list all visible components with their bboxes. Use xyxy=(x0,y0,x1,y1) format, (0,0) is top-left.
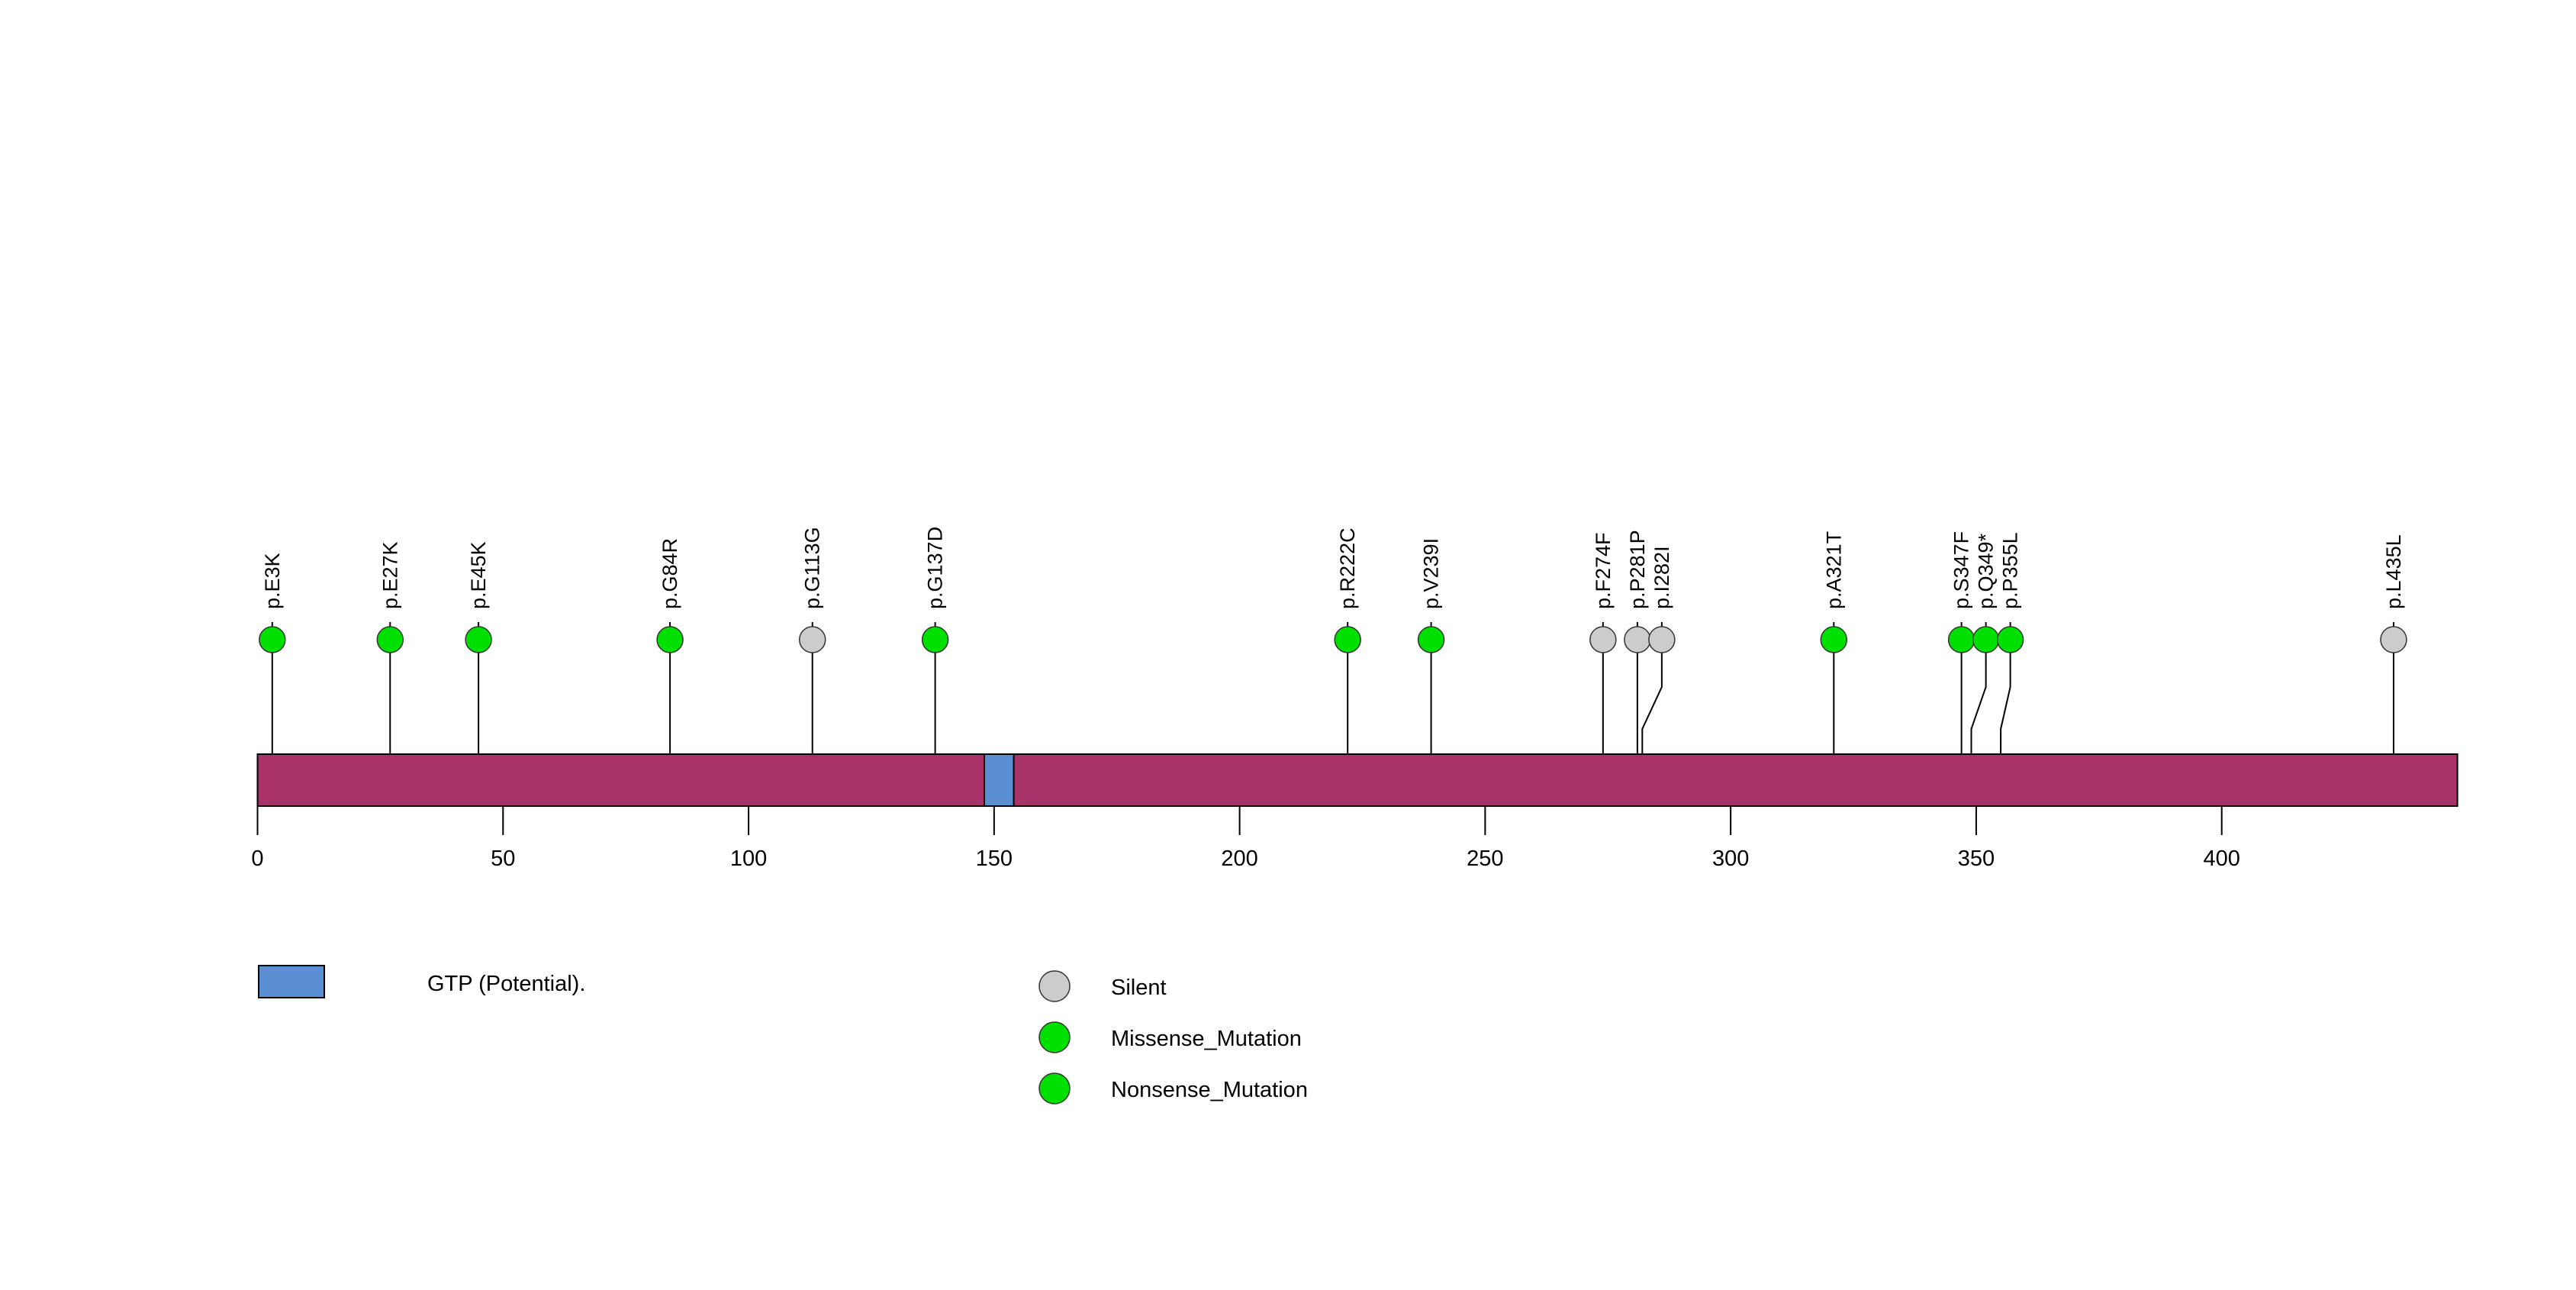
mutation-head[interactable] xyxy=(259,626,286,653)
mutation-head[interactable] xyxy=(1947,626,1975,653)
mutation-label: p.Q349* xyxy=(1975,533,1998,609)
mutation-head[interactable] xyxy=(1648,626,1676,653)
mutation-label: p.A321T xyxy=(1822,531,1845,609)
mutation-label: p.L435L xyxy=(2382,534,2405,609)
legend-swatch-mutation[interactable] xyxy=(1038,1072,1071,1105)
mutation-label: p.E27K xyxy=(378,541,401,609)
axis-tick-label: 50 xyxy=(491,847,515,871)
mutation-head[interactable] xyxy=(376,626,404,653)
legend-swatch-mutation[interactable] xyxy=(1038,970,1071,1002)
axis-tick-label: 400 xyxy=(2204,847,2240,871)
protein-domain-layer xyxy=(983,753,1015,807)
legend-swatch-mutation[interactable] xyxy=(1038,1021,1071,1053)
axis-tick-label: 0 xyxy=(251,847,263,871)
mutation-label: p.V239I xyxy=(1420,538,1443,609)
legend-label-mutation: Silent xyxy=(1111,976,1167,1000)
mutation-head[interactable] xyxy=(2380,626,2407,653)
legend-label-gtp: GTP (Potential). xyxy=(427,972,585,996)
protein-backbone-bar xyxy=(256,753,2458,807)
legend-swatch-gtp[interactable] xyxy=(258,965,325,998)
mutation-label: p.G113G xyxy=(801,527,824,609)
mutation-head[interactable] xyxy=(1996,626,2024,653)
mutation-label: p.E45K xyxy=(467,541,490,609)
axis-tick-label: 300 xyxy=(1712,847,1749,871)
axis-tick-label: 350 xyxy=(1958,847,1995,871)
axis-tick-label: 250 xyxy=(1467,847,1503,871)
axis-tick-label: 100 xyxy=(730,847,767,871)
axis-tick-label: 200 xyxy=(1221,847,1257,871)
axis-tick-label: 150 xyxy=(976,847,1013,871)
mutation-label: p.G137D xyxy=(924,527,947,609)
legend-label-mutation: Nonsense_Mutation xyxy=(1111,1078,1308,1102)
mutation-labels-layer: p.E3K p.E27K p.E45K p.G84R p.G113G p.G137D p.R… xyxy=(261,527,2405,609)
mutation-head[interactable] xyxy=(1334,626,1361,653)
position-axis-layer: 0 50 100 150 200 250 300 350 400 xyxy=(251,806,2240,871)
mutation-label: p.S347F xyxy=(1950,531,1973,609)
mutation-heads-layer xyxy=(259,626,2407,653)
mutation-label: p.I282I xyxy=(1650,546,1673,609)
mutation-label: p.F274F xyxy=(1592,532,1615,609)
mutation-head[interactable] xyxy=(1589,626,1617,653)
legend-layer: GTP (Potential). SilentMissense_MutationN… xyxy=(258,965,1308,1105)
mutation-head[interactable] xyxy=(798,626,826,653)
mutation-label: p.R222C xyxy=(1336,527,1359,609)
protein-domain-gtp[interactable] xyxy=(983,753,1015,807)
legend-label-mutation: Missense_Mutation xyxy=(1111,1027,1302,1051)
mutation-head[interactable] xyxy=(1624,626,1651,653)
mutation-label: p.P281P xyxy=(1626,530,1649,609)
mutation-head[interactable] xyxy=(656,626,684,653)
mutation-label: p.P355L xyxy=(1999,532,2022,609)
mutation-head[interactable] xyxy=(465,626,492,653)
mutation-label: p.G84R xyxy=(658,538,681,609)
protein-bar-layer xyxy=(256,753,2458,807)
mutation-head[interactable] xyxy=(1820,626,1848,653)
mutation-head[interactable] xyxy=(1972,626,2000,653)
mutation-head[interactable] xyxy=(1417,626,1445,653)
mutation-head[interactable] xyxy=(921,626,949,653)
mutation-label: p.E3K xyxy=(261,553,284,609)
